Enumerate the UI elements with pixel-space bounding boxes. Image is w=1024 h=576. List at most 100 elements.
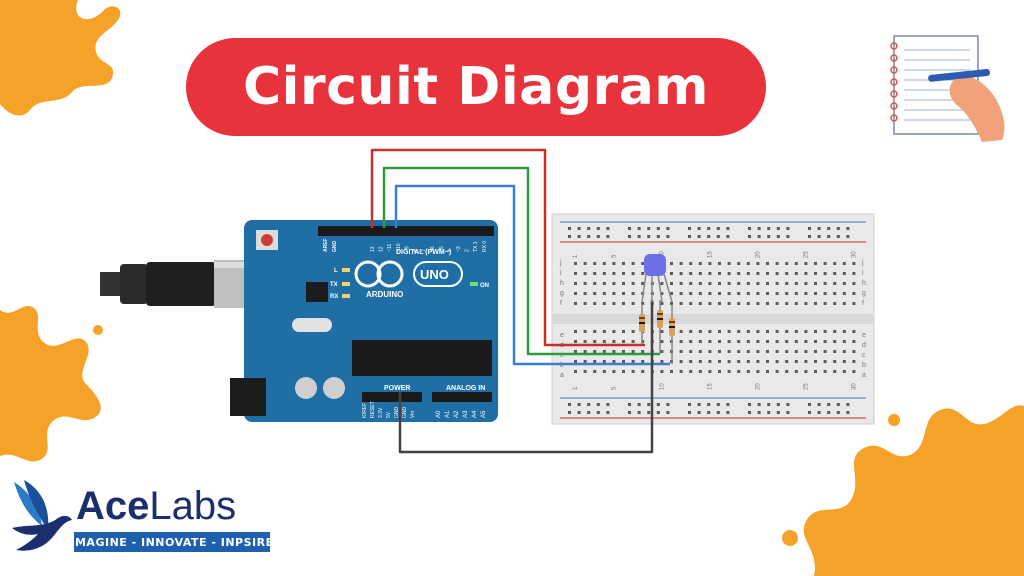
breadboard-hole: [776, 227, 780, 230]
breadboard-hole: [827, 227, 831, 230]
breadboard-hole: [698, 272, 702, 275]
breadboard-row-letter: a: [862, 372, 866, 379]
breadboard-hole: [593, 292, 597, 295]
breadboard-hole: [814, 350, 817, 353]
brand-tagline: IMAGINE - INNOVATE - INPSIRE: [70, 532, 273, 552]
breadboard-column-number: 1: [573, 386, 579, 390]
breadboard-hole: [568, 403, 571, 406]
breadboard-hole: [727, 282, 731, 285]
breadboard-hole: [814, 282, 817, 285]
breadboard-hole: [631, 292, 635, 295]
breadboard-hole: [679, 330, 683, 333]
breadboard-hole: [641, 272, 645, 275]
breadboard-hole: [718, 272, 721, 275]
breadboard-hole: [823, 302, 827, 305]
wire-gnd: [398, 300, 654, 454]
breadboard-column-number: 5: [611, 386, 617, 390]
breadboard-hole: [746, 292, 750, 295]
breadboard-hole: [679, 262, 683, 265]
breadboard-hole: [804, 350, 808, 353]
breadboard-hole: [587, 227, 591, 230]
breadboard-hole: [593, 262, 597, 265]
breadboard-hole: [794, 302, 798, 305]
breadboard-hole: [846, 227, 850, 230]
breadboard-row-letter: c: [862, 352, 866, 359]
breadboard-hole: [660, 302, 664, 305]
breadboard-hole: [698, 282, 702, 285]
breadboard-hole: [785, 350, 789, 353]
breadboard-hole: [574, 302, 577, 305]
breadboard-hole: [827, 403, 831, 406]
digital-pin-label: ~9: [404, 246, 410, 252]
breadboard-hole: [622, 330, 625, 333]
rx-led-label: RX: [330, 294, 338, 300]
breadboard-row-letter: g: [560, 290, 564, 297]
breadboard-hole: [631, 340, 635, 343]
breadboard-hole: [766, 360, 769, 363]
breadboard-hole: [756, 272, 760, 275]
breadboard-hole: [776, 235, 780, 238]
breadboard-hole: [716, 235, 720, 238]
breadboard-hole: [775, 292, 779, 295]
aref-pin-label: AREF: [323, 238, 329, 252]
splash-left-middle: [0, 306, 103, 462]
breadboard-hole: [852, 350, 856, 353]
breadboard-hole: [786, 235, 790, 238]
breadboard-hole: [804, 340, 808, 343]
breadboard-hole: [756, 340, 760, 343]
analog-pin-label: A0: [436, 410, 442, 418]
breadboard-hole: [647, 227, 651, 230]
usb-cable: [100, 260, 248, 308]
breadboard-hole: [602, 370, 606, 373]
breadboard-hole: [637, 227, 641, 230]
breadboard-hole: [708, 302, 712, 305]
breadboard-hole: [568, 411, 571, 414]
breadboard-hole: [726, 403, 730, 406]
breadboard-hole: [727, 330, 731, 333]
breadboard-hole: [814, 340, 817, 343]
breadboard-hole: [708, 340, 712, 343]
breadboard-hole: [596, 411, 600, 414]
breadboard-hole: [814, 360, 817, 363]
breadboard-hole: [842, 292, 846, 295]
breadboard-hole: [574, 370, 577, 373]
breadboard-hole: [698, 292, 702, 295]
breadboard-hole: [606, 235, 610, 238]
breadboard-hole: [660, 282, 664, 285]
breadboard-hole: [593, 272, 597, 275]
breadboard-hole: [602, 350, 606, 353]
breadboard-hole: [737, 282, 741, 285]
breadboard-hole: [660, 360, 664, 363]
breadboard-hole: [631, 330, 635, 333]
breadboard-hole: [689, 370, 693, 373]
digital-header-label: DIGITAL (PWM~): [396, 249, 451, 256]
breadboard-hole: [852, 282, 856, 285]
breadboard-row-letter: j: [559, 260, 562, 267]
breadboard-column-number: 30: [851, 383, 857, 390]
breadboard-hole: [842, 262, 846, 265]
breadboard-row-letter: c: [560, 352, 564, 359]
gnd-pin-label: GND: [332, 241, 338, 253]
breadboard-hole: [647, 235, 651, 238]
breadboard-hole: [814, 370, 817, 373]
breadboard-row-letter: i: [560, 270, 562, 277]
breadboard-hole: [593, 370, 597, 373]
breadboard-hole: [852, 302, 856, 305]
breadboard-hole: [641, 360, 645, 363]
breadboard-hole: [698, 370, 702, 373]
breadboard-hole: [708, 330, 712, 333]
breadboard-row-letter: h: [862, 280, 866, 287]
breadboard-hole: [574, 282, 577, 285]
breadboard-hole: [679, 360, 683, 363]
breadboard-hole: [583, 350, 587, 353]
breadboard-hole: [727, 302, 731, 305]
breadboard-hole: [612, 370, 616, 373]
breadboard-hole: [842, 340, 846, 343]
breadboard-hole: [666, 227, 670, 230]
tx-led-label: TX: [330, 282, 338, 288]
digital-pin-label: RX 0: [482, 241, 488, 252]
breadboard-hole: [833, 272, 837, 275]
breadboard-hole: [727, 272, 731, 275]
breadboard-hole: [767, 227, 771, 230]
